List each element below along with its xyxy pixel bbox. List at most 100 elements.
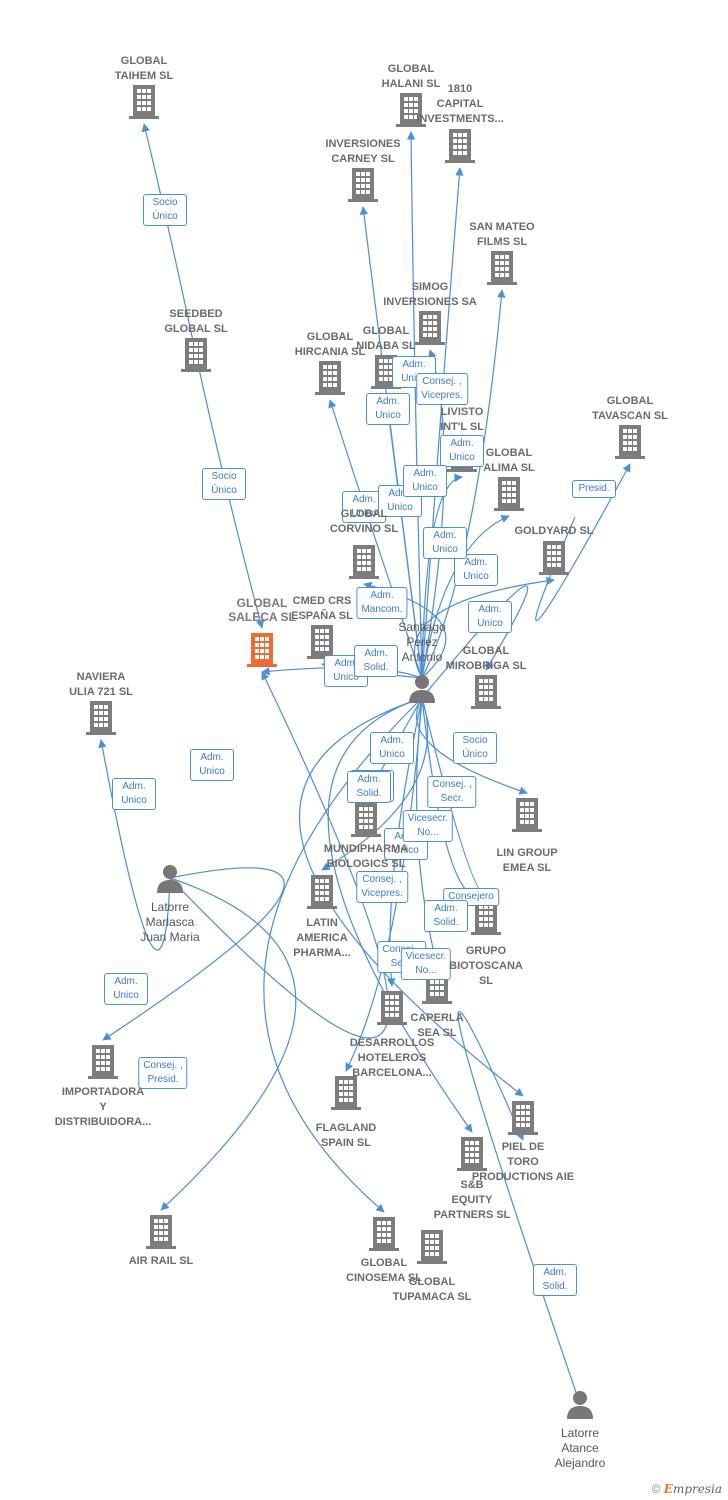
edge-label[interactable]: Adm. Unico: [104, 973, 148, 1005]
building-icon[interactable]: [86, 701, 116, 735]
node-label-desarrollos[interactable]: DESARROLLOS HOTELEROS BARCELONA...: [349, 1037, 435, 1079]
node-label-saleca[interactable]: GLOBAL SALECA SL: [228, 596, 296, 624]
node-label-sanmateo[interactable]: SAN MATEO FILMS SL: [469, 221, 535, 248]
node-label-simog[interactable]: SIMOG INVERSIONES SA: [383, 281, 477, 308]
node-label-goldyard[interactable]: GOLDYARD SL: [514, 525, 594, 537]
edge-line: [321, 697, 429, 871]
edge-label[interactable]: Consej. , Vicepres.: [356, 871, 408, 903]
node-label-nidaba[interactable]: GLOBAL NIDABA SL: [356, 325, 416, 352]
brand-initial: E: [663, 1482, 673, 1496]
building-icon[interactable]: [315, 361, 345, 395]
edge-label[interactable]: Adm. Unico: [190, 749, 234, 781]
edge-label[interactable]: Consej. , Secr.: [427, 776, 477, 808]
node-label-naviera[interactable]: NAVIERA ULIA 721 SL: [69, 671, 133, 698]
node-label-cinosema[interactable]: GLOBAL CINOSEMA SL: [346, 1257, 422, 1284]
node-label-pieldetoro[interactable]: PIEL DE TORO PRODUCTIONS AIE: [471, 1141, 575, 1183]
node-label-airrail[interactable]: AIR RAIL SL: [128, 1255, 194, 1267]
building-icon[interactable]: [351, 803, 381, 837]
edge-label[interactable]: Adm. Unico: [370, 732, 414, 764]
edge-label[interactable]: Adm. Unico: [454, 554, 498, 586]
node-label-corvino[interactable]: GLOBAL CORVINO SL: [329, 508, 399, 535]
node-label-alima[interactable]: GLOBAL ALIMA SL: [483, 447, 535, 474]
node-label-santiago[interactable]: Santiago Perez Antonio: [398, 620, 446, 664]
node-label-tupamaca[interactable]: GLOBAL TUPAMACA SL: [392, 1276, 472, 1303]
building-icon[interactable]: [331, 1076, 361, 1110]
node-label-sb[interactable]: S&B EQUITY PARTNERS SL: [433, 1179, 511, 1221]
edge-label[interactable]: Socio Único: [143, 194, 187, 226]
building-icon[interactable]: [247, 633, 277, 667]
node-label-livisto[interactable]: LIVISTO INT'L SL: [440, 406, 484, 433]
building-icon[interactable]: [307, 625, 337, 659]
edge-label[interactable]: Socio Único: [202, 468, 246, 500]
node-label-taihem[interactable]: GLOBAL TAIHEM SL: [114, 55, 174, 82]
edge-label[interactable]: Adm. Unico: [403, 465, 447, 497]
edge-line: [98, 739, 171, 951]
edge-line: [413, 576, 555, 679]
edge-label[interactable]: Consej. , Vicepres.: [416, 373, 468, 405]
building-icon[interactable]: [88, 1045, 118, 1079]
node-label-latorreatance[interactable]: Latorre Atance Alejandro: [554, 1426, 606, 1470]
edge-label[interactable]: Adm. Solid.: [354, 645, 398, 677]
edge-label[interactable]: Adm. Solid.: [347, 771, 391, 803]
building-icon[interactable]: [129, 85, 159, 119]
edge-line: [160, 877, 297, 1211]
edge-label[interactable]: Adm. Unico: [342, 491, 386, 523]
building-icon[interactable]: [615, 425, 645, 459]
brand-name: mpresia: [672, 1482, 722, 1496]
edge-label[interactable]: Vicesecr. No...: [400, 948, 452, 980]
edge-line: [102, 867, 285, 1041]
edge-line: [298, 697, 524, 1097]
node-label-carney[interactable]: INVERSIONES CARNEY SL: [325, 138, 401, 165]
edge-label[interactable]: Adm. Solid.: [533, 1264, 577, 1296]
building-icon[interactable]: [508, 1101, 538, 1135]
node-label-mirobriga[interactable]: GLOBAL MIROBRIGA SL: [445, 645, 527, 672]
edge-line: [327, 697, 473, 1133]
building-icon[interactable]: [369, 1217, 399, 1251]
building-icon[interactable]: [512, 798, 542, 832]
building-icon[interactable]: [181, 338, 211, 372]
person-icon[interactable]: [409, 675, 435, 703]
building-icon[interactable]: [307, 875, 337, 909]
edge-label[interactable]: Consej. , Presid.: [138, 1057, 188, 1089]
person-icon[interactable]: [567, 1391, 593, 1419]
edge-line: [328, 399, 423, 679]
node-label-capital1810[interactable]: 1810 CAPITAL INVESTMENTS...: [416, 83, 504, 125]
building-icon[interactable]: [146, 1215, 176, 1249]
node-label-importadora[interactable]: IMPORTADORA Y DISTRIBUIDORA...: [54, 1086, 152, 1128]
edge-line: [421, 289, 506, 679]
edge-label[interactable]: Adm. Unico: [423, 527, 467, 559]
edge-label[interactable]: Presid.: [572, 480, 616, 498]
edge-label[interactable]: Socio Único: [453, 732, 497, 764]
node-label-latorremarlasca[interactable]: Latorre Marlasca Juan Maria: [140, 900, 200, 944]
edge-label[interactable]: Adm. Solid.: [424, 900, 468, 932]
building-icon[interactable]: [471, 675, 501, 709]
building-icon[interactable]: [471, 901, 501, 935]
node-label-cmed[interactable]: CMED CRS ESPAÑA SL: [291, 595, 353, 622]
edge-label[interactable]: Adm. Unico: [366, 393, 410, 425]
edge-line: [406, 131, 423, 679]
building-icon[interactable]: [539, 541, 569, 575]
node-label-hircania[interactable]: GLOBAL HIRCANIA SL: [294, 331, 366, 358]
node-label-halani[interactable]: GLOBAL HALANI SL: [381, 63, 441, 90]
building-icon[interactable]: [349, 545, 379, 579]
building-icon[interactable]: [494, 477, 524, 511]
edge-label[interactable]: Adm. Unico: [468, 601, 512, 633]
node-label-lingroup[interactable]: LIN GROUP EMEA SL: [496, 847, 558, 874]
edge-line: [345, 697, 423, 1072]
edge-label[interactable]: Vicesecr. No...: [402, 810, 454, 842]
node-label-tavascan[interactable]: GLOBAL TAVASCAN SL: [592, 395, 668, 422]
edge-label[interactable]: Adm. Unico: [440, 435, 484, 467]
node-label-biotoscana[interactable]: GRUPO BIOTOSCANA SL: [449, 945, 523, 987]
edge-label[interactable]: Adm. Mancom.: [356, 587, 408, 619]
brand-logo[interactable]: Empresia: [664, 1482, 722, 1496]
node-label-flagland[interactable]: FLAGLAND SPAIN SL: [315, 1122, 377, 1149]
footer: © Empresia: [652, 1482, 722, 1496]
node-label-caperla[interactable]: CAPERLA SEA SL: [410, 1012, 464, 1039]
node-label-mundipharma[interactable]: MUNDIPHARMA BIOLOGICS SL: [323, 843, 409, 870]
edge-label[interactable]: Adm. Unico: [112, 778, 156, 810]
building-icon[interactable]: [445, 129, 475, 163]
node-label-seedbed[interactable]: SEEDBED GLOBAL SL: [164, 308, 228, 335]
node-label-latinamerica[interactable]: LATIN AMERICA PHARMA...: [293, 917, 351, 959]
person-icon[interactable]: [157, 865, 183, 893]
building-icon[interactable]: [348, 168, 378, 202]
